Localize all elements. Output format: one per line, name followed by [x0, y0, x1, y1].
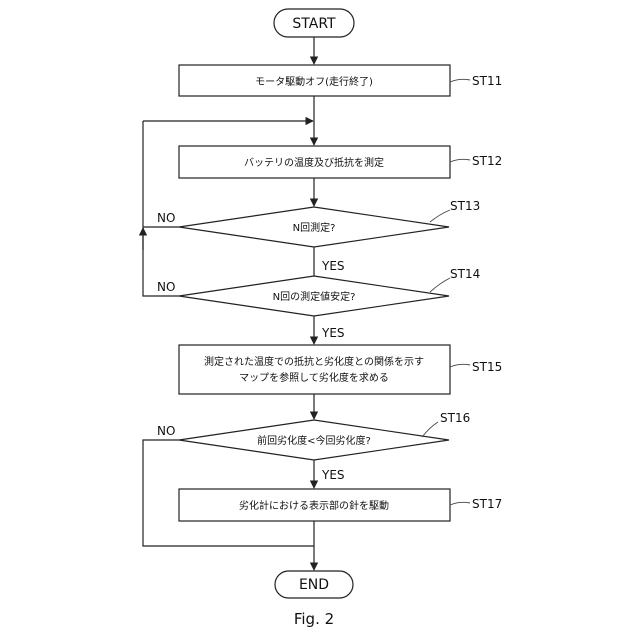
leader-st15 [450, 364, 470, 367]
process-st11: モータ駆動オフ(走行終了) [179, 65, 450, 96]
decision-st14: N回の測定値安定? [179, 276, 449, 316]
step-id-st15: ST15 [472, 360, 502, 374]
branch-yes-st16: YES [321, 468, 345, 482]
decision-st14-text: N回の測定値安定? [273, 290, 356, 303]
branch-yes-st13: YES [321, 259, 345, 273]
end-label: END [299, 577, 329, 593]
start-terminal: START [274, 9, 354, 37]
process-st12-text: バッテリの温度及び抵抗を測定 [244, 156, 384, 169]
process-st17: 劣化計における表示部の針を駆動 [179, 489, 450, 521]
branch-no-st14: NO [157, 280, 175, 294]
loop-back-path [143, 121, 179, 296]
decision-st16: 前回劣化度<今回劣化度? [179, 420, 449, 460]
branch-yes-st14: YES [321, 326, 345, 340]
decision-st13-text: N回測定? [293, 221, 336, 234]
leader-st11 [450, 79, 470, 82]
step-id-st11: ST11 [472, 74, 502, 88]
process-st17-text: 劣化計における表示部の針を駆動 [239, 499, 389, 512]
process-st15-line1: 測定された温度での抵抗と劣化度との関係を示す [204, 355, 424, 368]
leader-st13 [430, 210, 450, 222]
leader-st12 [450, 159, 470, 162]
leader-st17 [450, 502, 470, 505]
start-label: START [292, 16, 336, 32]
step-id-st17: ST17 [472, 497, 502, 511]
figure-caption: Fig. 2 [294, 610, 334, 628]
process-st12: バッテリの温度及び抵抗を測定 [179, 146, 450, 178]
process-st15-line2: マップを参照して劣化度を求める [239, 371, 389, 384]
leader-st14 [430, 278, 450, 292]
decision-st16-text: 前回劣化度<今回劣化度? [257, 434, 371, 447]
leader-st16 [422, 422, 438, 437]
process-st15: 測定された温度での抵抗と劣化度との関係を示す マップを参照して劣化度を求める [179, 345, 450, 394]
branch-no-st16: NO [157, 424, 175, 438]
step-id-st13: ST13 [450, 199, 480, 213]
step-id-st16: ST16 [440, 411, 470, 425]
decision-st13: N回測定? [179, 207, 449, 247]
step-id-st12: ST12 [472, 154, 502, 168]
end-terminal: END [275, 571, 353, 598]
step-id-st14: ST14 [450, 267, 480, 281]
branch-no-st13: NO [157, 211, 175, 225]
process-st11-text: モータ駆動オフ(走行終了) [255, 75, 373, 88]
